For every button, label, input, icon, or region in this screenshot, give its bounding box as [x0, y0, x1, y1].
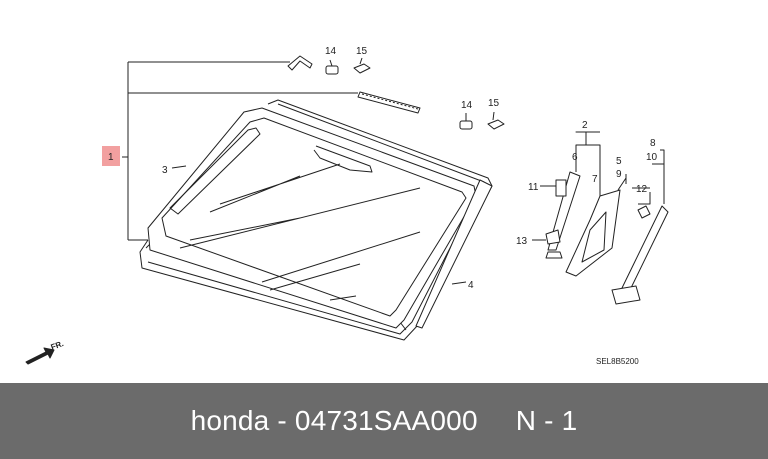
callout-4: 4 — [468, 280, 474, 291]
callout-3: 3 — [162, 165, 168, 176]
callout-10: 10 — [646, 152, 658, 163]
diagram-canvas: 1 3 4 14 15 14 15 2 6 7 5 9 8 10 11 12 1… — [25, 46, 669, 366]
callout-15-top: 15 — [356, 46, 368, 57]
callout-3-leader — [171, 165, 187, 169]
windshield-exploded-diagram: 1 3 4 14 15 14 15 2 6 7 5 9 8 10 11 12 1… — [25, 46, 669, 366]
callout-2: 2 — [582, 120, 588, 131]
callout-13: 13 — [516, 236, 528, 247]
top-clip-parts — [287, 55, 505, 130]
footer-brand: honda — [190, 405, 270, 436]
side-molding-strip — [415, 179, 493, 329]
callout-12: 12 — [636, 184, 648, 195]
callout-1-highlight — [102, 146, 120, 166]
footer-part-number: 04731SAA000 — [294, 405, 478, 436]
quarter-molding-parts — [532, 131, 669, 305]
callout-15-mid: 15 — [488, 98, 500, 109]
part-footer-bar: honda - 04731SAA000 N - 1 — [0, 383, 768, 459]
callout-14-mid: 14 — [461, 100, 473, 111]
callout-6: 6 — [572, 152, 578, 163]
callout-14-top: 14 — [325, 46, 337, 57]
callout-5: 5 — [616, 156, 622, 167]
callout-7: 7 — [592, 174, 598, 185]
callout-1-bracket — [122, 61, 358, 241]
callout-1: 1 — [108, 152, 114, 163]
diagram-code: SEL8B5200 — [596, 357, 639, 366]
footer-quantity: N - 1 — [515, 405, 578, 436]
footer-separator: - — [269, 405, 295, 436]
callout-9: 9 — [616, 169, 622, 180]
callout-11: 11 — [528, 182, 539, 193]
windshield-glass — [147, 107, 477, 329]
direction-marker: FR. — [50, 339, 65, 352]
callout-8: 8 — [650, 138, 656, 149]
fr-arrow-icon — [25, 347, 55, 365]
